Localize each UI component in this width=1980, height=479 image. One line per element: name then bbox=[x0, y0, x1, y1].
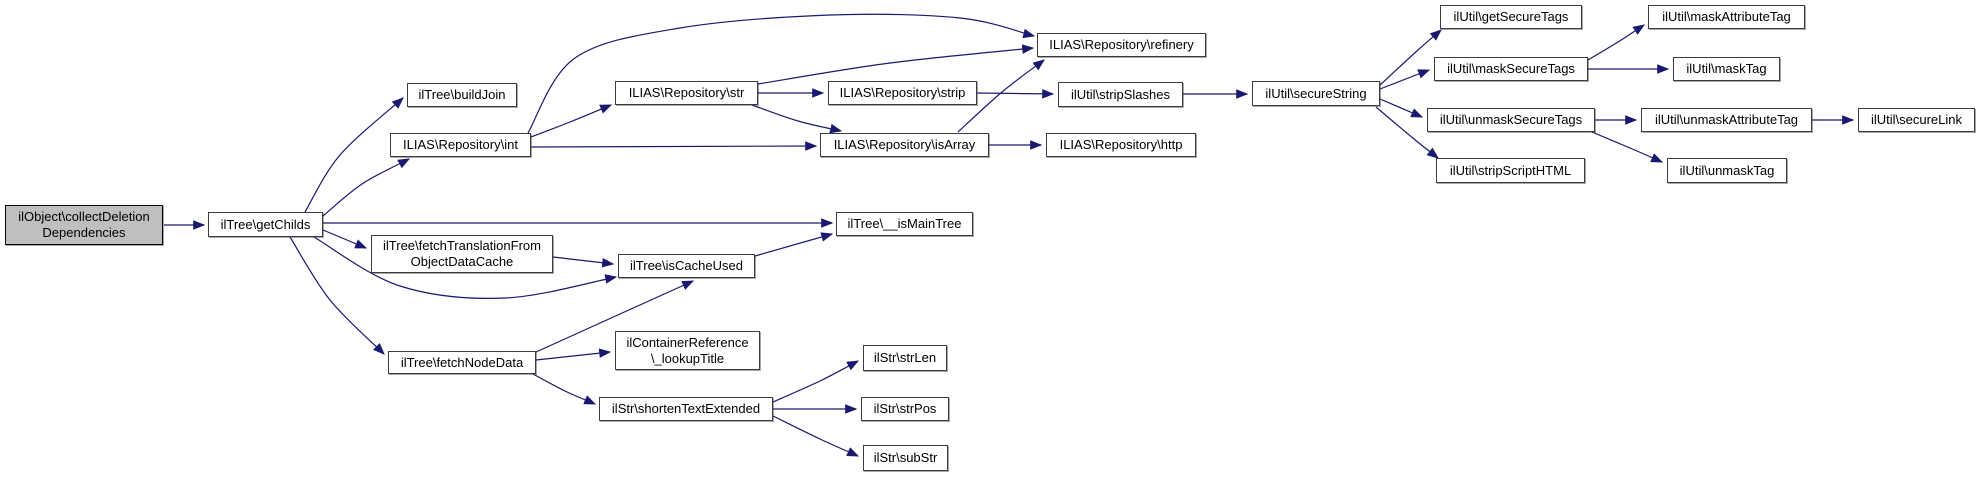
node-mask-tag[interactable]: ilUtil\maskTag bbox=[1673, 57, 1780, 81]
node-str-len[interactable]: ilStr\strLen bbox=[863, 345, 947, 371]
edge-unmask-secure-tags-to-unmask-tag bbox=[1591, 131, 1664, 163]
node-strip-slashes[interactable]: ilUtil\stripSlashes bbox=[1058, 82, 1183, 107]
edge-get-childs-to-fetch-node-data bbox=[289, 236, 385, 355]
node-unmask-secure-tags[interactable]: ilUtil\unmaskSecureTags bbox=[1427, 108, 1595, 132]
node-mask-attribute-tag[interactable]: ilUtil\maskAttributeTag bbox=[1648, 5, 1805, 29]
node-str-pos[interactable]: ilStr\strPos bbox=[861, 397, 949, 421]
edge-shorten-text-extended-to-str-len bbox=[772, 360, 860, 403]
node-repo-is-array[interactable]: ILIAS\Repository\isArray bbox=[820, 133, 989, 157]
edge-fetch-node-data-to-lookup-title bbox=[535, 348, 612, 361]
node-repo-str[interactable]: ILIAS\Repository\str bbox=[615, 81, 758, 105]
edge-secure-string-to-get-secure-tags bbox=[1379, 29, 1442, 86]
node-repo-strip[interactable]: ILIAS\Repository\strip bbox=[828, 81, 977, 105]
edge-repo-int-to-repo-str bbox=[530, 104, 613, 138]
edge-get-childs-to-fetch-translation bbox=[322, 229, 368, 249]
edge-shorten-text-extended-to-sub-str bbox=[772, 415, 860, 457]
edge-repo-int-to-repo-refinery bbox=[527, 13, 1036, 134]
node-sub-str[interactable]: ilStr\subStr bbox=[863, 445, 948, 471]
edge-secure-string-to-mask-secure-tags bbox=[1379, 69, 1431, 90]
node-get-childs[interactable]: ilTree\getChilds bbox=[208, 212, 323, 237]
edge-get-childs-to-repo-int bbox=[322, 158, 411, 217]
edge-fetch-translation-to-is-cache-used bbox=[552, 256, 615, 268]
node-repo-http[interactable]: ILIAS\Repository\http bbox=[1046, 133, 1196, 157]
edge-repo-strip-to-strip-slashes bbox=[976, 89, 1055, 99]
node-get-secure-tags[interactable]: ilUtil\getSecureTags bbox=[1440, 5, 1582, 29]
edge-get-childs-to-build-join bbox=[304, 97, 404, 213]
edge-fetch-node-data-to-shorten-text-extended bbox=[532, 373, 597, 405]
node-is-cache-used[interactable]: ilTree\isCacheUsed bbox=[618, 254, 755, 278]
node-repo-refinery[interactable]: ILIAS\Repository\refinery bbox=[1037, 33, 1206, 57]
edge-repo-str-to-repo-refinery bbox=[757, 44, 1035, 85]
node-strip-script-html[interactable]: ilUtil\stripScriptHTML bbox=[1436, 158, 1585, 183]
node-mask-secure-tags[interactable]: ilUtil\maskSecureTags bbox=[1434, 57, 1588, 81]
node-unmask-attribute-tag[interactable]: ilUtil\unmaskAttributeTag bbox=[1641, 108, 1812, 132]
edge-secure-string-to-unmask-secure-tags bbox=[1379, 98, 1424, 118]
node-is-main-tree[interactable]: ilTree\__isMainTree bbox=[836, 212, 973, 236]
edge-is-cache-used-to-is-main-tree bbox=[754, 232, 834, 257]
node-lookup-title[interactable]: ilContainerReference \_lookupTitle bbox=[615, 331, 760, 370]
node-shorten-text-extended[interactable]: ilStr\shortenTextExtended bbox=[599, 397, 773, 421]
node-collect-deletion-dependencies: ilObject\collectDeletion Dependencies bbox=[5, 205, 163, 245]
node-fetch-translation[interactable]: ilTree\fetchTranslationFrom ObjectDataCa… bbox=[371, 235, 553, 273]
node-build-join[interactable]: ilTree\buildJoin bbox=[407, 83, 517, 107]
node-fetch-node-data[interactable]: ilTree\fetchNodeData bbox=[388, 351, 536, 374]
node-unmask-tag[interactable]: ilUtil\unmaskTag bbox=[1667, 158, 1787, 183]
edge-mask-secure-tags-to-mask-attribute-tag bbox=[1587, 24, 1646, 61]
edge-repo-str-to-repo-is-array bbox=[751, 104, 843, 134]
node-secure-string[interactable]: ilUtil\secureString bbox=[1252, 81, 1380, 106]
edge-repo-int-to-repo-is-array bbox=[530, 141, 818, 151]
node-repo-int[interactable]: ILIAS\Repository\int bbox=[390, 133, 531, 157]
node-secure-link[interactable]: ilUtil\secureLink bbox=[1858, 108, 1975, 132]
